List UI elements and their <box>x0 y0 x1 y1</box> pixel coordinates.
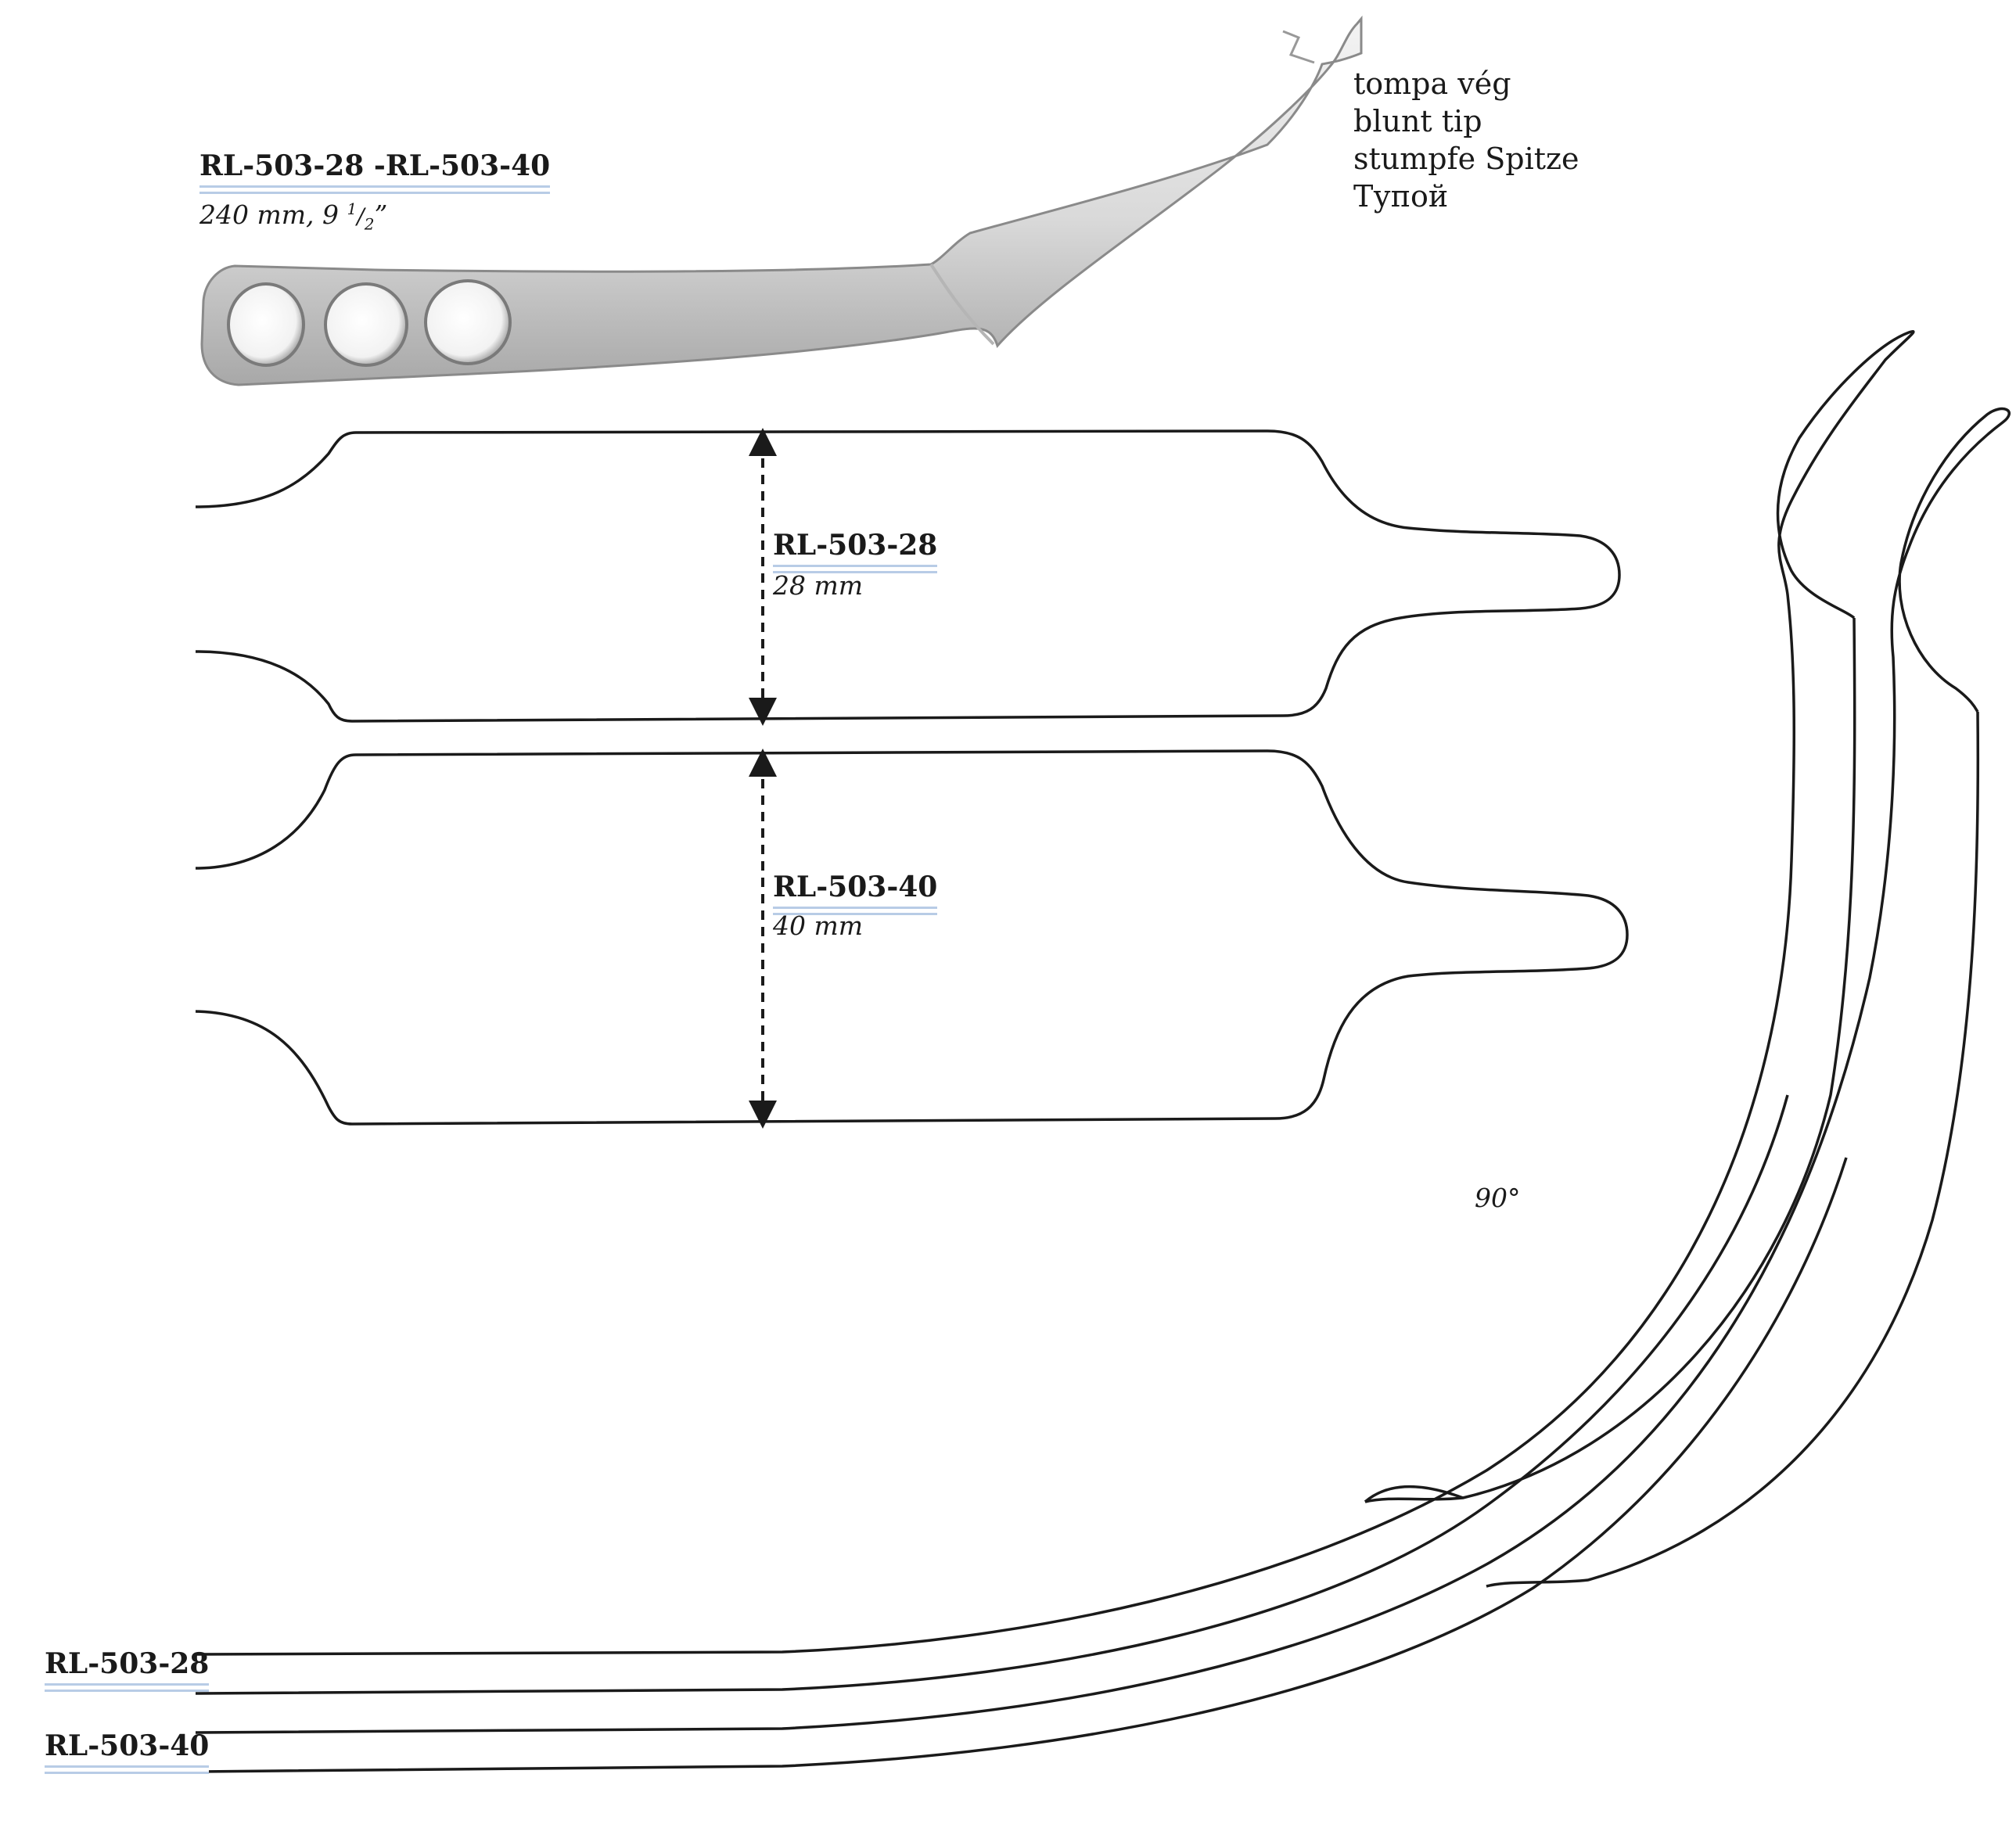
handle-hole <box>227 282 305 367</box>
tip-description: tompa vég blunt tip stumpfe Spitze Тупой <box>1353 65 1579 215</box>
blade-28-width: 28 mm <box>773 570 864 601</box>
handle-hole <box>424 279 512 365</box>
tip-hu: tompa vég <box>1353 66 1511 101</box>
product-code-range: RL-503-28 -RL-503-40 <box>199 149 551 188</box>
tip-en: blunt tip <box>1353 104 1482 138</box>
handle-hole <box>324 282 408 367</box>
tip-ru: Тупой <box>1353 179 1449 214</box>
length-fraction-numerator: 1 <box>347 199 358 218</box>
retractor-notch <box>1282 30 1315 64</box>
blade-40-outline <box>195 749 1629 1126</box>
blade-40-width: 40 mm <box>773 910 864 941</box>
bend-angle: 90° <box>1475 1183 1521 1213</box>
retractor-ridge <box>929 263 995 346</box>
tip-de: stumpfe Spitze <box>1353 142 1579 176</box>
blade-28-code: RL-503-28 <box>773 528 938 567</box>
side-view-28 <box>195 330 1915 1695</box>
retractor-photo <box>200 15 1363 386</box>
blade-40-code: RL-503-40 <box>773 870 938 909</box>
length-fraction-denominator: 2 <box>364 214 375 234</box>
product-length: 240 mm, 9 1/2” <box>199 199 388 234</box>
side-40-code: RL-503-40 <box>45 1729 210 1768</box>
length-inch-mark: ” <box>374 199 388 230</box>
product-length-text: 240 mm, 9 <box>199 199 347 230</box>
blade-28-outline <box>195 429 1621 723</box>
side-view-40 <box>195 407 2011 1773</box>
side-28-code: RL-503-28 <box>45 1646 210 1686</box>
